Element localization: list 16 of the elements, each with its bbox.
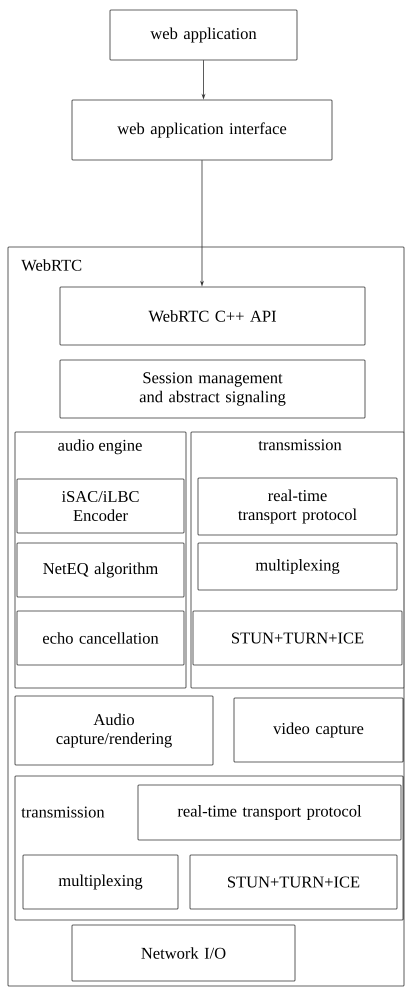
module-box: Session management and abstract signaling [60,360,366,418]
module-box: Audio capture/rendering [14,696,214,766]
module-box: STUN+TURN+ICE [190,854,398,910]
module-box: multiplexing [22,854,178,910]
module-box: echo cancellation [16,610,184,666]
module-box: real-time transport protocol [198,478,398,536]
module-box: iSAC/iLBC Encoder [16,478,184,534]
process-box: web application [110,10,298,60]
module-box: WebRTC C++ API [60,286,366,346]
process-box: web application interface [72,100,332,160]
module-box: real-time transport protocol [138,784,402,840]
module-box: STUN+TURN+ICE [192,610,402,666]
module-box: multiplexing [198,542,398,590]
module-box: NetEQ algorithm [16,542,184,598]
module-box: Network I/O [72,924,296,982]
module-box: video capture [234,698,404,762]
